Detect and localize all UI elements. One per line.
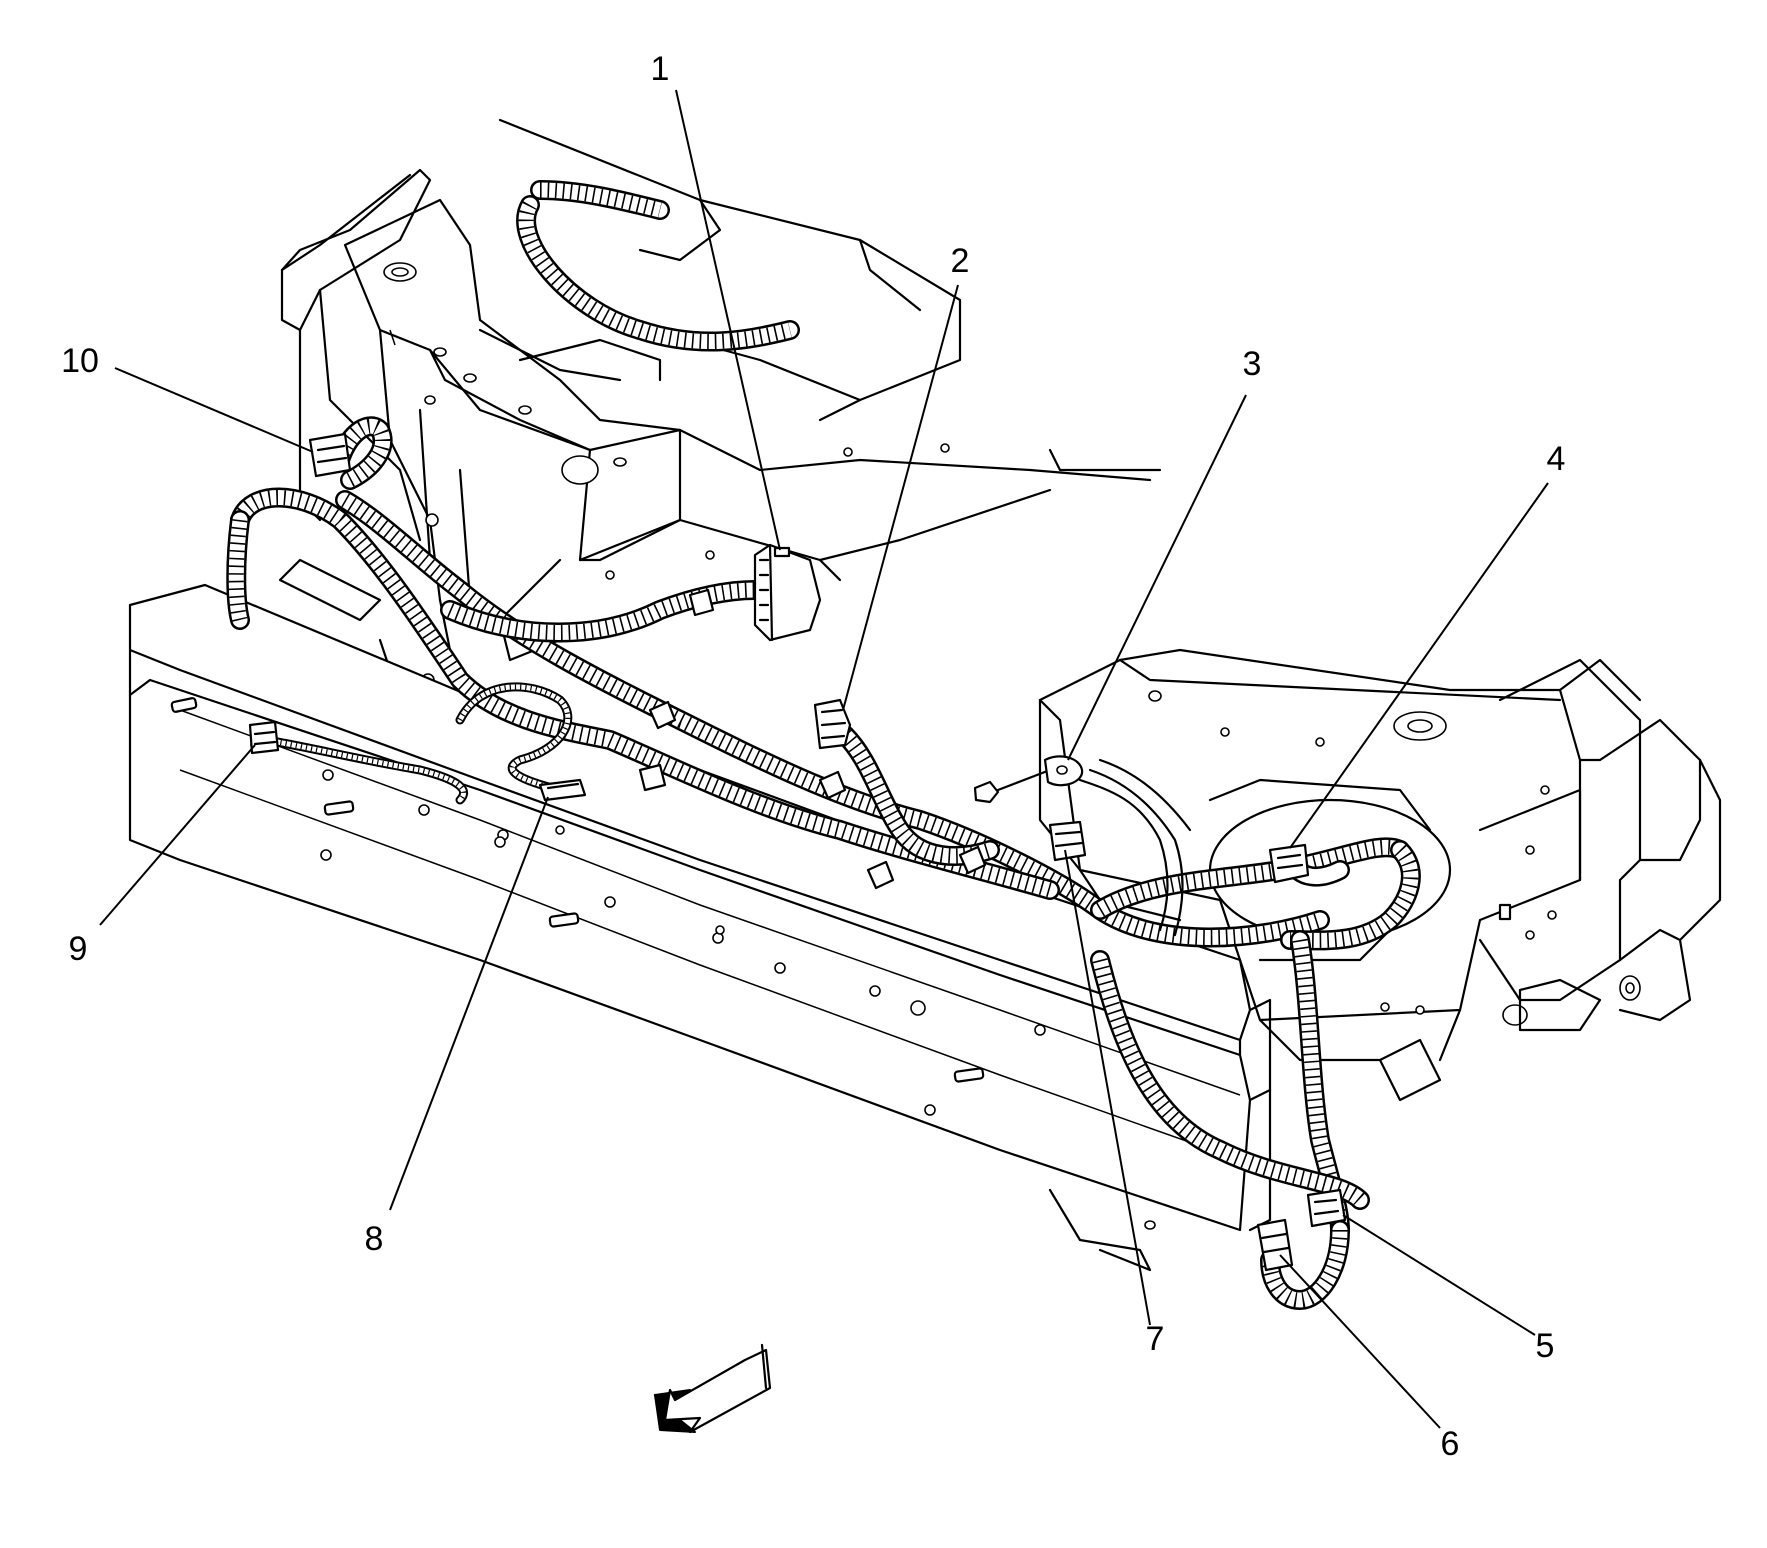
callout-10: 10 [61,342,99,380]
connector-4-icon [1268,843,1310,884]
connector-9-icon [248,720,280,755]
connector-2-icon [813,698,852,750]
leader-line-9 [99,744,256,926]
connector-1-icon [753,543,822,642]
leader-line-5 [1342,1214,1536,1336]
callout-7: 7 [1146,1320,1165,1358]
leader-line-6 [1279,1254,1441,1429]
connector-10-icon [308,432,352,478]
leader-line-7 [1064,849,1151,1326]
callout-4: 4 [1547,440,1566,478]
leader-line-1 [675,89,781,551]
leader-line-4 [1289,482,1549,849]
front-direction-arrow-icon [653,1343,772,1434]
connectors [248,432,1347,1272]
leader-line-8 [389,796,549,1211]
leader-line-10 [114,367,314,453]
leader-line-2 [842,284,959,711]
connector-5-icon [1306,1188,1347,1228]
wiring-harness [226,180,1421,1310]
leader-lines [99,89,1549,1429]
callout-3: 3 [1243,345,1262,383]
callout-6: 6 [1441,1425,1460,1463]
bolt-3-icon [973,755,1084,804]
leader-line-3 [1067,394,1247,761]
callout-1: 1 [651,50,670,88]
callout-numbers: 1 2 3 4 5 6 7 8 9 10 [61,50,1565,1463]
callout-5: 5 [1536,1327,1555,1365]
front-bumper-beam [128,583,1272,1272]
callout-2: 2 [951,242,970,280]
callout-9: 9 [69,930,88,968]
connector-7-icon [1048,820,1087,862]
connector-8-icon [538,778,587,802]
callout-8: 8 [365,1220,384,1258]
